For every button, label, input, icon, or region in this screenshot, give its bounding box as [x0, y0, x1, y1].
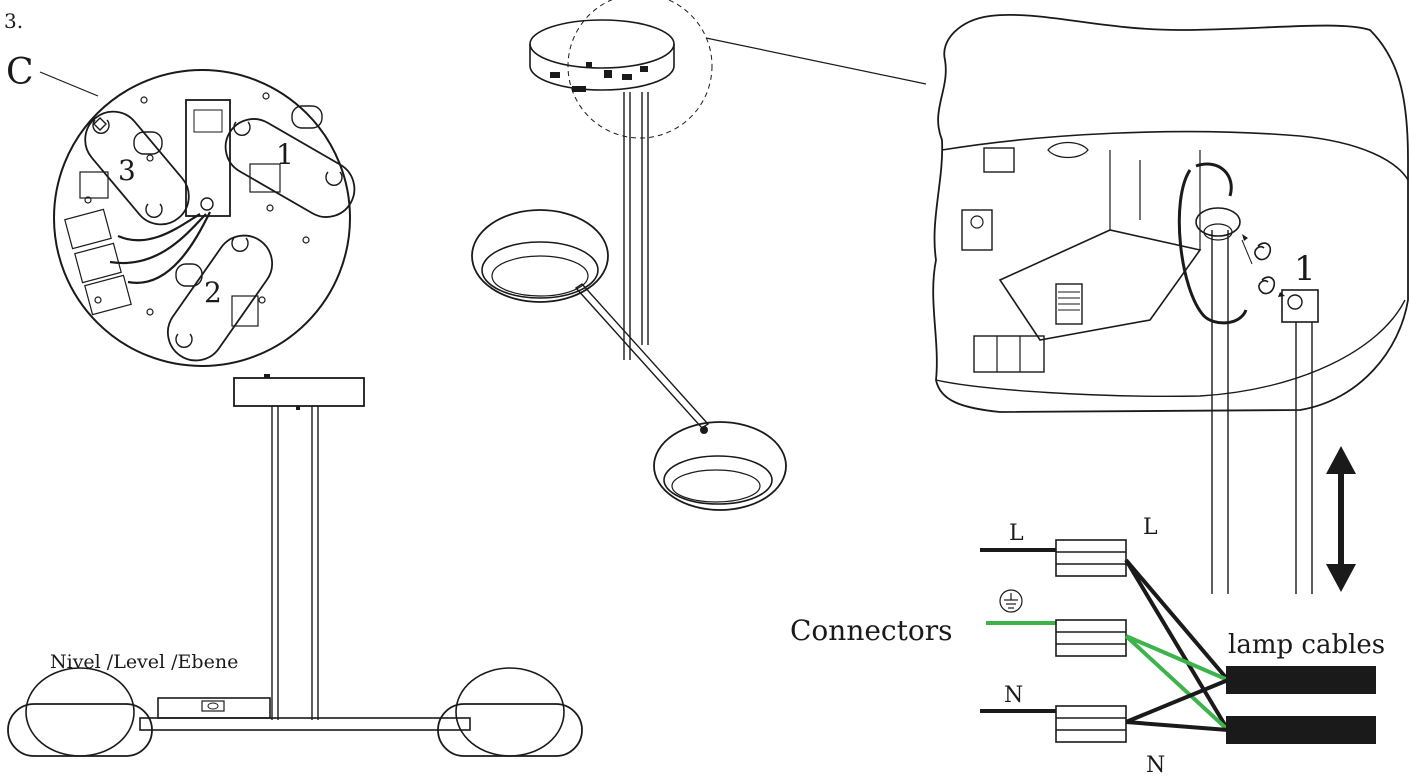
screw-icon [1241, 234, 1285, 297]
left-shade-back [25, 667, 135, 757]
lamp-cables-label: lamp cables [1228, 630, 1385, 660]
mounting-plate-detail: C [6, 52, 356, 367]
perspective-lamp [471, 0, 927, 511]
spirit-level [157, 697, 271, 719]
detail-leader [705, 37, 927, 85]
front-view-lamp: Nivel /Level /Ebene [7, 374, 583, 757]
diagonal-arm [574, 283, 710, 429]
canopy-front [233, 377, 365, 407]
connector-earth [1055, 619, 1127, 657]
plate-holes [84, 92, 310, 316]
plate-label: C [6, 52, 34, 93]
center-screw [200, 197, 214, 211]
lower-shade [653, 421, 787, 511]
upper-shade [471, 209, 609, 303]
wire-label-left-bottom: N [1004, 683, 1023, 708]
detail-circle [567, 0, 713, 139]
plate-number-2: 2 [204, 276, 222, 309]
connector-live [1055, 539, 1127, 577]
detail-number: 1 [1294, 249, 1316, 289]
cable-screw-block [1281, 289, 1319, 323]
screw-threaded [1055, 283, 1083, 325]
double-arrow-icon [1326, 446, 1356, 592]
plate-number-3: 3 [118, 154, 136, 187]
horizontal-arm [139, 717, 471, 731]
plate-label-leader [39, 71, 99, 97]
canopy-detail: 1 [932, 13, 1409, 594]
mounting-plate [53, 69, 351, 367]
left-shade [7, 703, 153, 757]
right-shade-back [455, 667, 565, 757]
wire-loop [1177, 162, 1248, 325]
plate-number-1: 1 [276, 138, 294, 171]
plate-wires [109, 211, 211, 284]
screw-block-left [961, 209, 993, 251]
plate-terminals [64, 163, 281, 327]
canopy-top [529, 19, 675, 69]
wire-label-right-top: L [1143, 515, 1158, 540]
wiring-diagram: L L N N Connectors lamp cables [790, 515, 1385, 776]
wire-label-left-top: L [1009, 521, 1024, 546]
wire-label-right-bottom: N [1146, 753, 1165, 776]
terminal-block-detail [973, 335, 1045, 373]
bracket-arm-3 [84, 110, 190, 226]
live-wires-out [1124, 558, 1230, 732]
canopy-inner-parts [550, 62, 648, 92]
center-clip [193, 109, 223, 133]
step-number: 3. [4, 9, 23, 33]
inner-bracket [998, 229, 1202, 341]
level-label: Nivel /Level /Ebene [50, 651, 238, 673]
lamp-cable-1 [1226, 666, 1376, 694]
right-shade [437, 703, 583, 757]
canopy-side [529, 44, 675, 91]
lamp-cable-2 [1226, 716, 1376, 744]
bracket-arm-2 [167, 234, 273, 362]
ground-symbol-icon [999, 589, 1023, 613]
neutral-wires-out [1125, 678, 1229, 732]
grommet-1 [1195, 207, 1241, 237]
earth-wires-out [1124, 634, 1230, 732]
canopy-enlarged-body [932, 13, 1409, 413]
spirit-level-vial [201, 700, 225, 712]
connectors-label: Connectors [790, 614, 952, 647]
connector-neutral [1055, 705, 1127, 743]
